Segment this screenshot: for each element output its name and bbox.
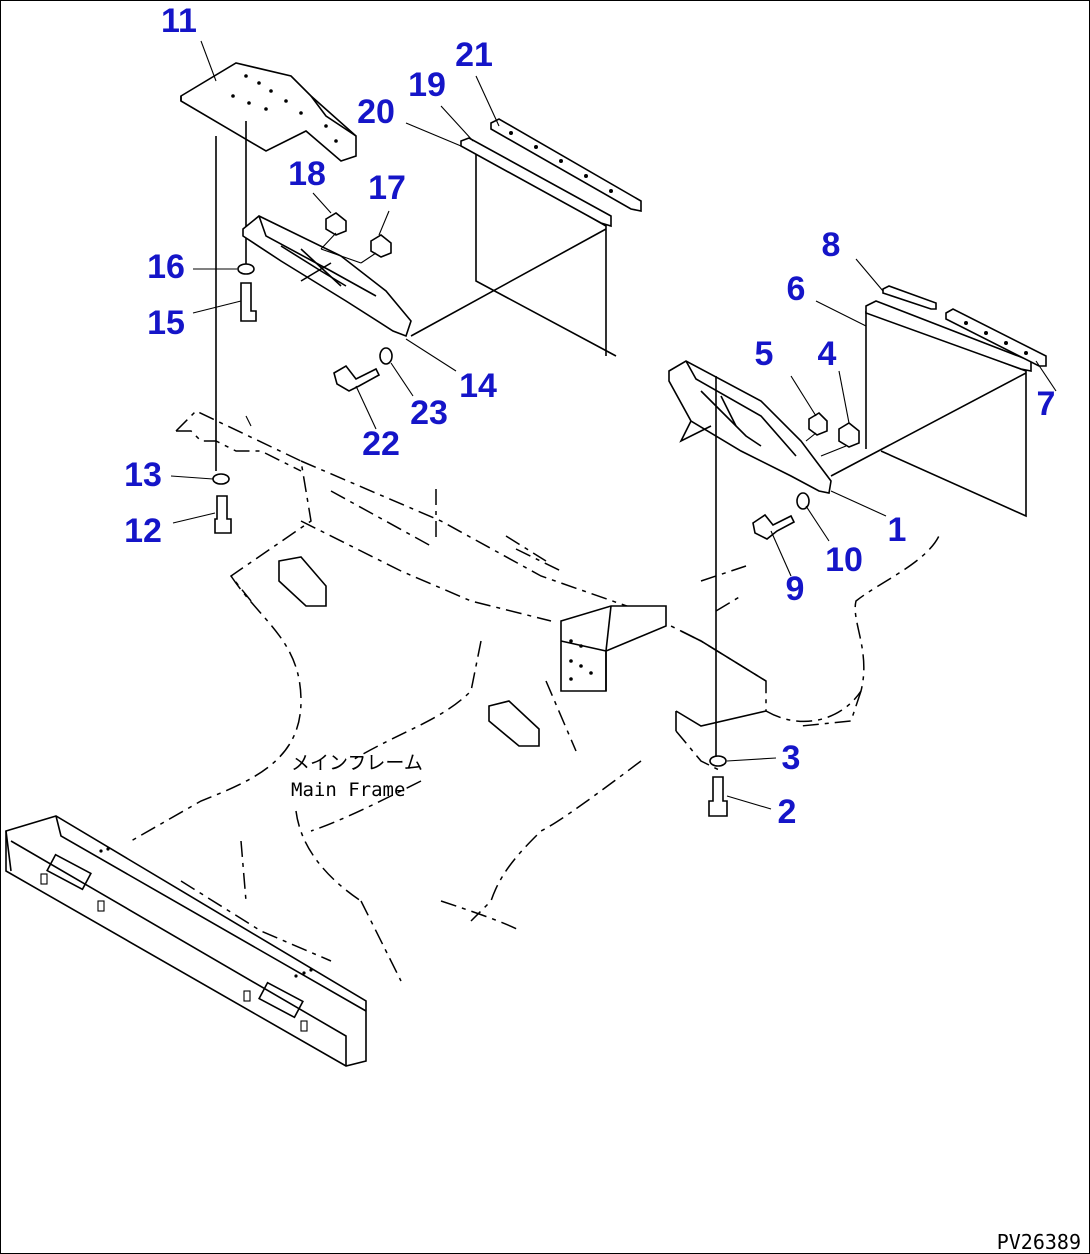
bolt-9 bbox=[752, 513, 796, 540]
bolt-15 bbox=[240, 282, 257, 322]
callout-21: 21 bbox=[455, 36, 493, 74]
callout-15: 15 bbox=[147, 304, 185, 342]
leader-lines bbox=[170, 40, 1057, 810]
bolt-2 bbox=[708, 776, 728, 817]
callout-1: 1 bbox=[888, 511, 907, 549]
rubber-pad-18 bbox=[325, 212, 347, 236]
rear-cross-member bbox=[5, 815, 367, 1067]
mud-flap-left bbox=[410, 118, 642, 357]
washer-16 bbox=[237, 263, 255, 275]
main-frame-label-en: Main Frame bbox=[291, 779, 405, 801]
bolt-12 bbox=[214, 495, 232, 534]
callout-17: 17 bbox=[368, 169, 406, 207]
washer-10 bbox=[796, 492, 810, 510]
callout-6: 6 bbox=[787, 270, 806, 308]
frame-pad-left bbox=[278, 556, 327, 607]
callout-4: 4 bbox=[818, 335, 837, 373]
main-frame bbox=[130, 410, 942, 982]
washer-23 bbox=[379, 347, 393, 365]
drawing-code: PV26389 bbox=[997, 1230, 1081, 1254]
main-frame-label-jp: メインフレーム bbox=[291, 752, 423, 774]
callout-numbers: 11 21 19 20 18 17 16 15 14 23 22 13 12 8… bbox=[124, 2, 1055, 831]
bracket-1 bbox=[668, 360, 832, 494]
rubber-pad-5 bbox=[808, 411, 828, 436]
washer-13 bbox=[212, 473, 230, 485]
callout-14: 14 bbox=[459, 367, 497, 405]
step-plate-11 bbox=[180, 62, 357, 162]
frame-pad-center bbox=[488, 700, 540, 747]
callout-16: 16 bbox=[147, 248, 185, 286]
callout-8: 8 bbox=[822, 226, 841, 264]
rubber-pad-4 bbox=[838, 422, 860, 448]
washer-3 bbox=[709, 755, 727, 767]
center-beam bbox=[560, 605, 767, 731]
callout-18: 18 bbox=[288, 155, 326, 193]
rubber-pad-17 bbox=[370, 234, 392, 258]
bracket-14 bbox=[242, 215, 412, 338]
callout-13: 13 bbox=[124, 456, 162, 494]
callout-5: 5 bbox=[755, 335, 774, 373]
callout-20: 20 bbox=[357, 93, 395, 131]
frame-step-top bbox=[176, 430, 302, 472]
callout-19: 19 bbox=[408, 66, 446, 104]
callout-12: 12 bbox=[124, 512, 162, 550]
callout-9: 9 bbox=[786, 570, 805, 608]
callout-11: 11 bbox=[161, 2, 197, 40]
callout-7: 7 bbox=[1037, 385, 1056, 423]
callout-3: 3 bbox=[782, 739, 801, 777]
callout-10: 10 bbox=[825, 541, 863, 579]
callout-22: 22 bbox=[362, 425, 400, 463]
callout-2: 2 bbox=[778, 793, 797, 831]
callout-23: 23 bbox=[410, 394, 448, 432]
mud-flap-right bbox=[830, 285, 1047, 518]
bolt-22 bbox=[333, 364, 381, 392]
